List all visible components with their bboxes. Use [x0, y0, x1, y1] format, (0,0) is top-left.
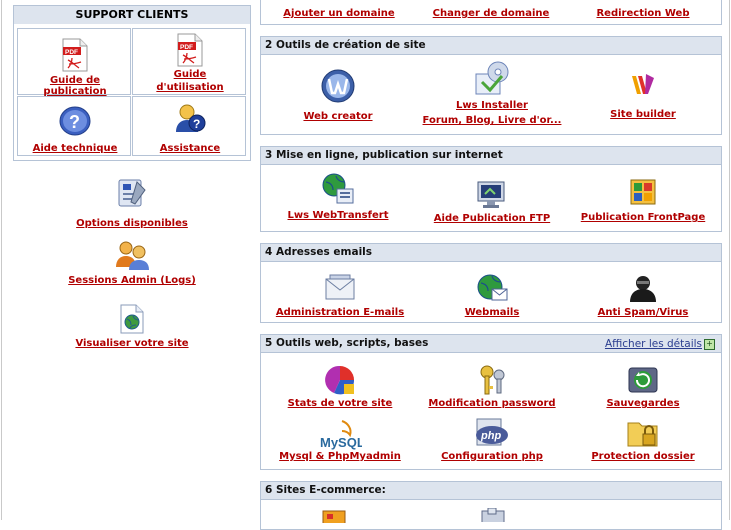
- section-domain-body: [260, 0, 722, 25]
- frontpage-item[interactable]: Publication FrontPage: [566, 178, 720, 223]
- ftp-icon: [477, 181, 505, 208]
- ajouter-domaine-link[interactable]: Ajouter un domaine: [283, 8, 395, 19]
- stats-icon: [325, 365, 355, 395]
- mysql-link[interactable]: Mysql & PhpMyadmin: [279, 451, 401, 462]
- protection-dossier-item[interactable]: Protection dossier: [566, 417, 720, 462]
- lws-installer-item[interactable]: Lws Installer Forum, Blog, Livre d'or...: [414, 60, 570, 126]
- sessions-admin-link[interactable]: Sessions Admin (Logs): [68, 275, 196, 286]
- mysql-icon: MySQL: [320, 420, 362, 450]
- assistance-icon: ?: [176, 104, 206, 132]
- support-cell-assistance[interactable]: ? Assistance: [132, 96, 246, 156]
- support-cell-aide-technique[interactable]: ? Aide technique: [17, 96, 131, 156]
- frame-border-left: [1, 0, 2, 520]
- password-icon: [480, 365, 505, 395]
- section-5-header: 5 Outils web, scripts, bases Afficher le…: [260, 334, 722, 353]
- aide-ftp-item[interactable]: Aide Publication FTP: [414, 178, 570, 224]
- section-3-title: 3 Mise en ligne, publication sur interne…: [260, 146, 722, 165]
- php-icon: php: [476, 418, 508, 446]
- svg-text:MySQL: MySQL: [320, 435, 362, 450]
- guide-publication-link[interactable]: Guide de publication: [43, 75, 107, 97]
- redirection-web-link[interactable]: Redirection Web: [596, 8, 690, 19]
- frontpage-icon: [630, 179, 656, 205]
- afficher-details-link[interactable]: Afficher les détails+: [605, 336, 715, 353]
- antispam-link[interactable]: Anti Spam/Virus: [597, 307, 689, 318]
- password-item[interactable]: Modification password: [414, 364, 570, 409]
- config-php-item[interactable]: php Configuration php: [414, 417, 570, 462]
- admin-emails-link[interactable]: Administration E-mails: [275, 307, 405, 318]
- svg-text:?: ?: [193, 117, 200, 131]
- stats-item[interactable]: Stats de votre site: [262, 364, 418, 409]
- antispam-icon: [630, 276, 656, 302]
- sauvegardes-link[interactable]: Sauvegardes: [606, 398, 680, 409]
- webmails-item[interactable]: Webmails: [414, 273, 570, 318]
- web-creator-item[interactable]: Web creator: [262, 68, 414, 122]
- options-disponibles-link[interactable]: Options disponibles: [76, 218, 188, 229]
- folder-lock-icon: [627, 422, 658, 447]
- section-5-title: 5 Outils web, scripts, bases: [265, 337, 429, 349]
- shop-cart-icon: [481, 508, 505, 522]
- email-admin-icon: [325, 274, 355, 300]
- sauvegardes-item[interactable]: Sauvegardes: [566, 364, 720, 409]
- support-cell-guide-publication[interactable]: PDF Guide de publication: [17, 28, 131, 97]
- visualiser-site-link[interactable]: Visualiser votre site: [75, 338, 189, 349]
- protection-dossier-link[interactable]: Protection dossier: [591, 451, 695, 462]
- assistance-link[interactable]: Assistance: [159, 143, 221, 154]
- section-6-title: 6 Sites E-commerce:: [260, 481, 722, 500]
- aide-technique-link[interactable]: Aide technique: [32, 143, 118, 154]
- ecommerce-icon: [322, 510, 346, 523]
- site-builder-link[interactable]: Site builder: [610, 109, 676, 120]
- svg-text:?: ?: [69, 112, 80, 132]
- support-cell-guide-utilisation[interactable]: PDF Guide d'utilisation: [132, 28, 246, 95]
- webmails-link[interactable]: Webmails: [464, 307, 520, 318]
- help-icon: ?: [59, 106, 91, 136]
- frontpage-link[interactable]: Publication FrontPage: [580, 212, 706, 223]
- section-4-title: 4 Adresses emails: [260, 243, 722, 262]
- section-2-title: 2 Outils de création de site: [260, 36, 722, 55]
- lws-webtransfert-link[interactable]: Lws WebTransfert: [287, 210, 389, 221]
- support-title: SUPPORT CLIENTS: [14, 6, 250, 24]
- options-icon: [118, 179, 146, 207]
- visualiser-site-item[interactable]: Visualiser votre site: [40, 304, 224, 349]
- aide-ftp-link[interactable]: Aide Publication FTP: [433, 213, 551, 224]
- web-page-icon: [120, 304, 144, 334]
- svg-text:php: php: [480, 430, 501, 442]
- afficher-details-label: Afficher les détails: [604, 338, 702, 350]
- options-disponibles-item[interactable]: Options disponibles: [40, 176, 224, 229]
- lws-webtransfert-item[interactable]: Lws WebTransfert: [262, 172, 414, 221]
- backup-icon: [628, 367, 658, 393]
- svg-text:PDF: PDF: [65, 49, 78, 56]
- pdf-icon: PDF: [177, 33, 203, 67]
- lws-installer-link[interactable]: Lws Installer: [456, 100, 528, 111]
- admin-emails-item[interactable]: Administration E-mails: [262, 273, 418, 318]
- svg-text:PDF: PDF: [180, 44, 193, 51]
- guide-utilisation-link-line1[interactable]: Guide: [173, 69, 207, 80]
- webmail-icon: [477, 274, 508, 301]
- sessions-icon: [116, 241, 149, 270]
- guide-utilisation-link-line2[interactable]: d'utilisation: [156, 82, 224, 93]
- pdf-icon: PDF: [62, 38, 88, 72]
- installer-forum-blog-link[interactable]: Forum, Blog, Livre d'or...: [422, 115, 562, 126]
- changer-domaine-link[interactable]: Changer de domaine: [432, 8, 550, 19]
- site-builder-icon: [629, 71, 657, 99]
- antispam-item[interactable]: Anti Spam/Virus: [566, 273, 720, 318]
- frame-border-right: [729, 0, 730, 520]
- mysql-item[interactable]: MySQL Mysql & PhpMyadmin: [262, 417, 418, 462]
- stats-link[interactable]: Stats de votre site: [287, 398, 393, 409]
- expand-plus-icon[interactable]: +: [704, 338, 715, 350]
- sessions-admin-item[interactable]: Sessions Admin (Logs): [40, 239, 224, 286]
- config-php-link[interactable]: Configuration php: [441, 451, 543, 462]
- site-builder-item[interactable]: Site builder: [566, 68, 720, 120]
- web-creator-icon: [321, 69, 355, 103]
- web-creator-link[interactable]: Web creator: [303, 111, 373, 122]
- installer-icon: [475, 61, 509, 95]
- web-transfert-icon: [322, 173, 354, 204]
- password-link[interactable]: Modification password: [428, 398, 556, 409]
